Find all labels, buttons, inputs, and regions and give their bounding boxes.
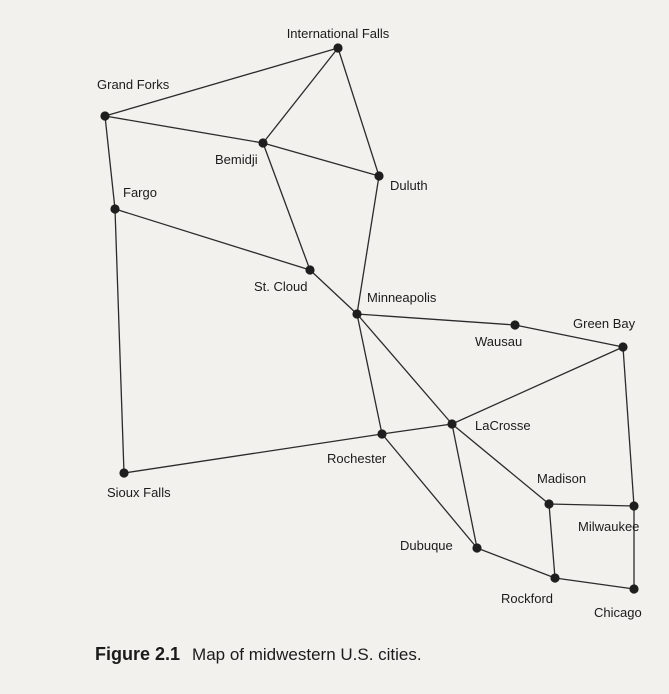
road-lacrosse-dubuque [451,423,478,549]
city-label-fargo: Fargo [123,185,157,200]
road-lacrosse-green-bay [451,346,624,425]
road-duluth-minneapolis [356,175,380,315]
road-rochester-dubuque [381,433,478,549]
city-node-rochester [377,429,387,439]
figure-caption: Figure 2.1 Map of midwestern U.S. cities. [95,644,422,665]
city-label-chicago: Chicago [594,605,642,620]
city-label-dubuque: Dubuque [400,538,453,553]
city-node-green-bay [618,342,628,352]
road-fargo-sioux-falls [114,208,125,474]
city-label-sioux-falls: Sioux Falls [107,485,171,500]
road-minneapolis-rochester [356,313,383,435]
city-label-rochester: Rochester [327,451,387,466]
city-node-st-cloud [305,265,315,275]
road-rochester-lacrosse [381,423,453,435]
road-bemidji-duluth [262,142,380,177]
city-node-duluth [374,171,384,181]
road-international-falls-bemidji [262,47,339,144]
city-label-wausau: Wausau [475,334,522,349]
city-node-sioux-falls [119,468,129,478]
road-lacrosse-madison [451,423,550,505]
road-grand-forks-international-falls [104,47,339,117]
road-fargo-st-cloud [114,208,311,271]
city-label-minneapolis: Minneapolis [367,290,437,305]
road-minneapolis-lacrosse [356,313,453,425]
city-node-layer [100,43,639,594]
city-label-bemidji: Bemidji [215,152,258,167]
city-node-grand-forks [100,111,110,121]
city-node-lacrosse [447,419,457,429]
road-international-falls-duluth [337,47,380,177]
city-label-madison: Madison [537,471,586,486]
road-dubuque-rockford [476,547,556,579]
city-label-grand-forks: Grand Forks [97,77,170,92]
figure-label: Figure 2.1 [95,644,181,664]
road-sioux-falls-rochester [123,433,383,474]
city-node-rockford [550,573,560,583]
road-rockford-chicago [554,577,635,590]
city-node-madison [544,499,554,509]
road-green-bay-milwaukee [622,346,635,507]
city-label-international-falls: International Falls [287,26,390,41]
road-minneapolis-wausau [356,313,516,326]
city-label-milwaukee: Milwaukee [578,519,639,534]
road-madison-milwaukee [548,503,635,507]
road-wausau-green-bay [514,324,624,348]
city-label-green-bay: Green Bay [573,316,636,331]
city-label-duluth: Duluth [390,178,428,193]
city-node-bemidji [258,138,268,148]
city-node-dubuque [472,543,482,553]
city-label-st-cloud: St. Cloud [254,279,307,294]
road-layer [104,47,635,590]
city-label-rockford: Rockford [501,591,553,606]
city-node-international-falls [333,43,343,53]
city-label-lacrosse: LaCrosse [475,418,531,433]
city-node-fargo [110,204,120,214]
city-node-milwaukee [629,501,639,511]
road-st-cloud-minneapolis [309,269,358,315]
road-madison-rockford [548,503,556,579]
road-grand-forks-bemidji [104,115,264,144]
road-grand-forks-fargo [104,115,116,210]
city-node-chicago [629,584,639,594]
road-bemidji-st-cloud [262,142,311,271]
caption-text: Map of midwestern U.S. cities. [192,645,422,664]
city-node-wausau [510,320,520,330]
city-node-minneapolis [352,309,362,319]
